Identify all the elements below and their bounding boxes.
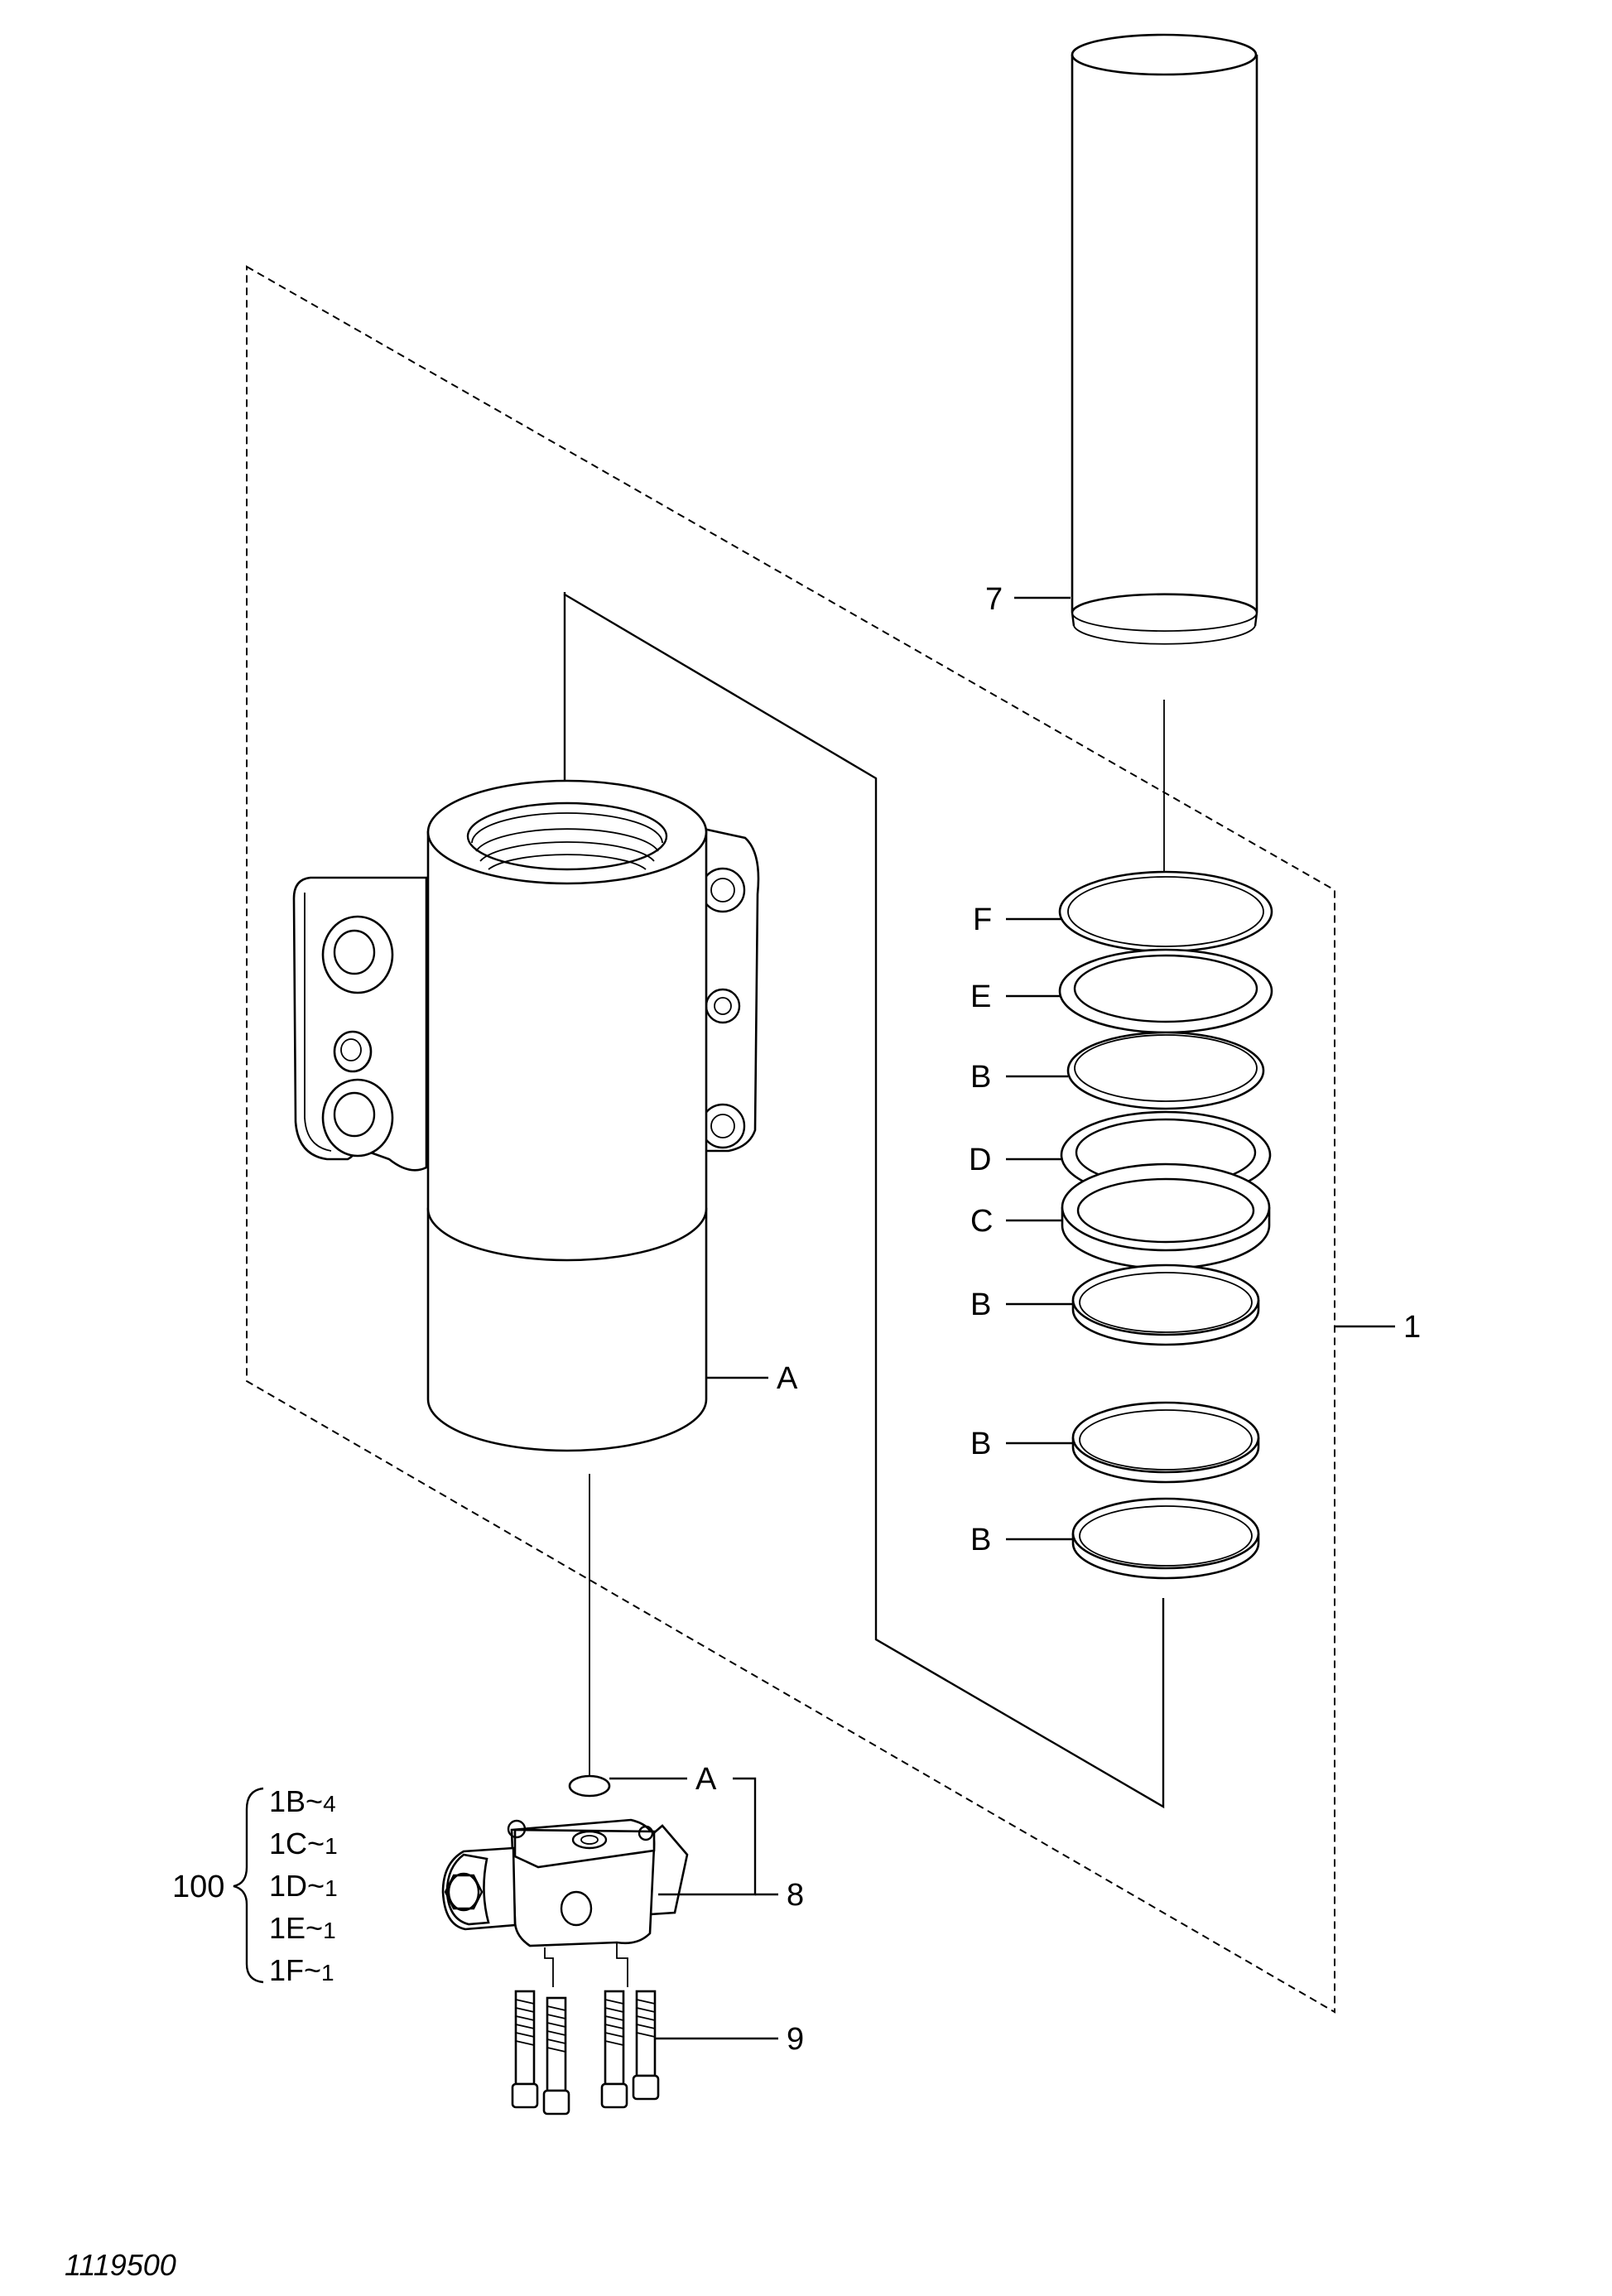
kit-item-separator: ~ — [306, 1911, 323, 1945]
assembly-boundary — [246, 265, 1335, 2014]
callout-seal-e: E — [970, 980, 991, 1014]
kit-number: 100 — [172, 1870, 224, 1904]
seal-ring-b4 — [1071, 1497, 1260, 1580]
callout-oring-a: A — [695, 1762, 717, 1797]
kit-brace — [233, 1787, 264, 1984]
assembly-leader-frame — [563, 592, 1165, 1809]
seal-ring-b2 — [1071, 1264, 1260, 1346]
kit-item-separator: ~ — [306, 1784, 323, 1818]
callout-body-a: A — [777, 1361, 798, 1396]
kit-item-separator: ~ — [304, 1953, 321, 1987]
callout-block: 8 — [787, 1878, 804, 1913]
bolts-part — [511, 1990, 660, 2115]
seal-ring-b1 — [1066, 1031, 1265, 1110]
kit-item: 1E~1 — [269, 1911, 336, 1945]
seal-ring-f — [1058, 870, 1273, 953]
kit-item-qty: 1 — [325, 1833, 338, 1859]
kit-item: 1C~1 — [269, 1827, 338, 1860]
callout-seal-c: C — [970, 1204, 993, 1239]
kit-item-qty: 1 — [325, 1875, 338, 1901]
kit-item: 1B~4 — [269, 1784, 336, 1818]
callout-bolts: 9 — [787, 2022, 804, 2057]
swivel-body-part — [292, 779, 760, 1452]
seal-ring-c — [1061, 1162, 1271, 1270]
callout-seal-d: D — [969, 1143, 991, 1177]
callout-assembly: 1 — [1403, 1310, 1421, 1345]
kit-item-qty: 1 — [323, 1918, 336, 1943]
kit-item-code: 1C — [269, 1827, 307, 1860]
kit-item-code: 1D — [269, 1869, 307, 1903]
valve-block-part — [441, 1818, 689, 1987]
callout-seal-b2: B — [970, 1288, 991, 1322]
callout-seal-b3: B — [970, 1427, 991, 1461]
kit-item-qty: 4 — [323, 1791, 336, 1817]
callout-seal-f: F — [973, 903, 992, 937]
kit-item-qty: 1 — [321, 1960, 334, 1986]
seal-ring-e — [1058, 948, 1273, 1034]
drawing-number: 1119500 — [65, 2248, 176, 2282]
callout-seal-b1: B — [970, 1060, 991, 1095]
kit-item-code: 1E — [269, 1911, 306, 1945]
callout-shaft: 7 — [985, 582, 1003, 617]
kit-item: 1D~1 — [269, 1869, 338, 1903]
kit-item: 1F~1 — [269, 1953, 334, 1987]
leader-block — [658, 1777, 757, 1896]
seal-ring-b3 — [1071, 1401, 1260, 1484]
shaft-part — [1071, 33, 1258, 645]
kit-item-code: 1B — [269, 1784, 306, 1818]
kit-list: 1B~41C~11D~11E~11F~1 — [269, 1784, 338, 1987]
callout-seal-b4: B — [970, 1523, 991, 1557]
kit-item-separator: ~ — [307, 1869, 325, 1903]
kit-item-separator: ~ — [307, 1827, 325, 1860]
kit-item-code: 1F — [269, 1953, 304, 1987]
oring-part — [568, 1774, 611, 1798]
